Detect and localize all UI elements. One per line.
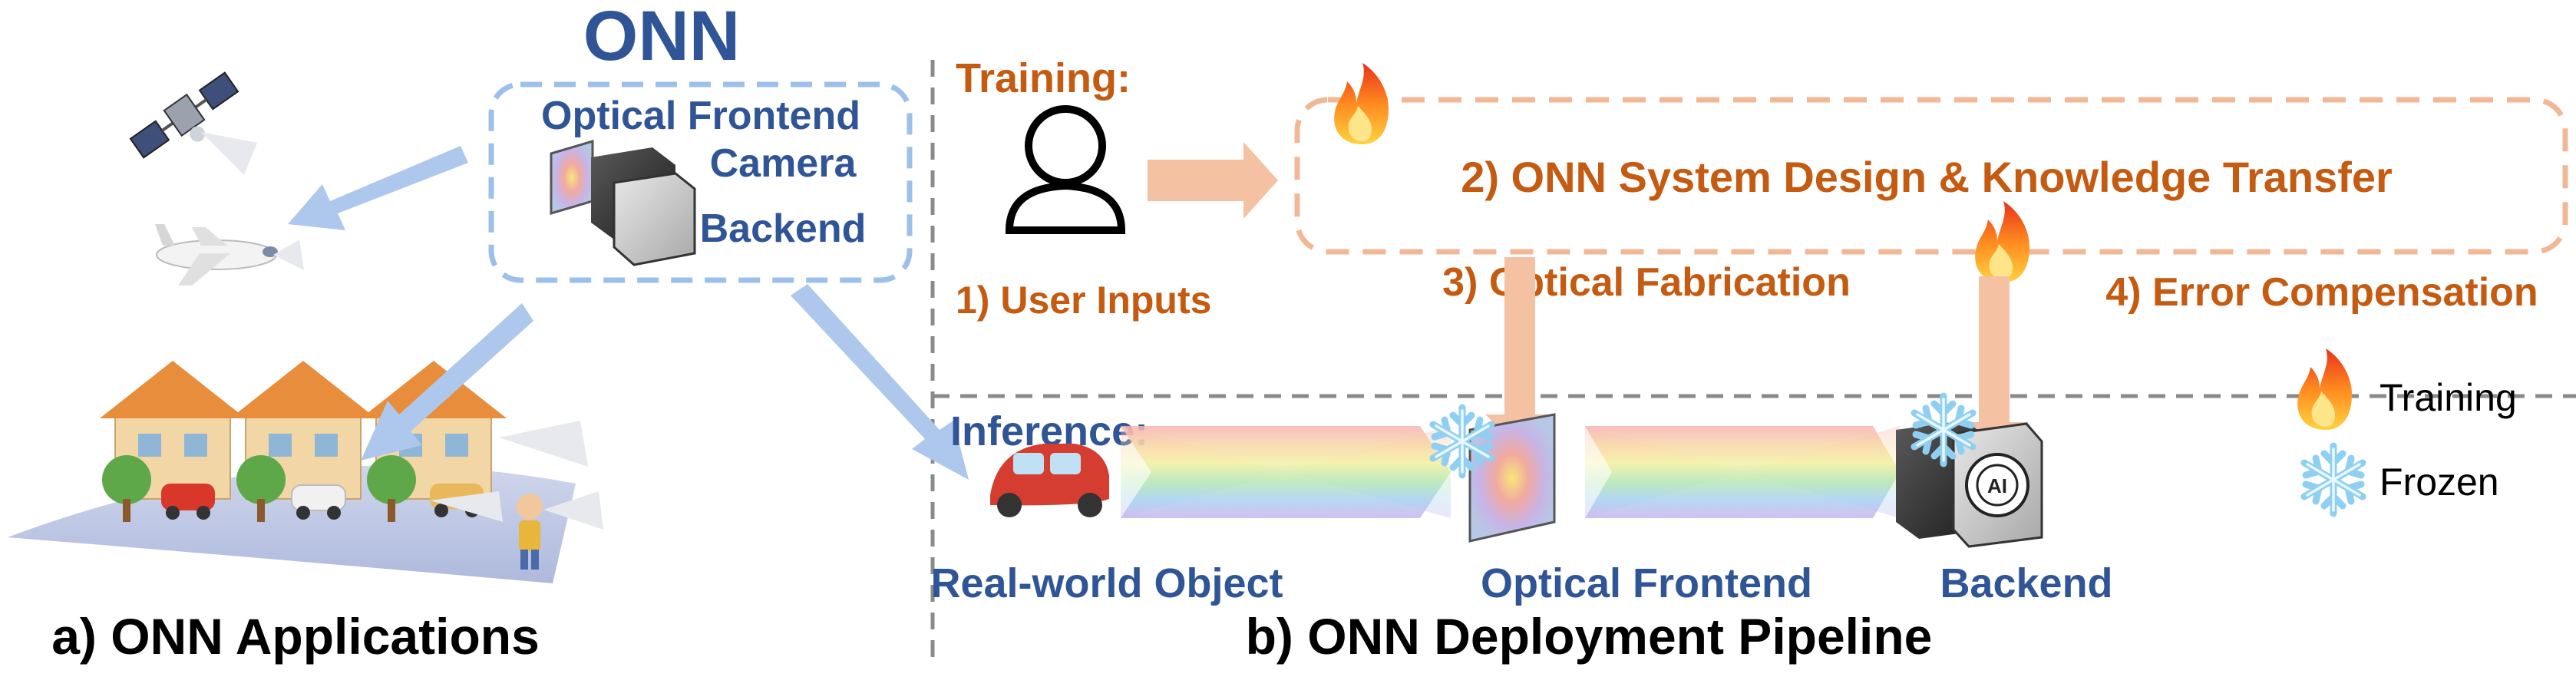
real-world-object-label: Real-world Object <box>930 560 1283 606</box>
optical-frontend-pipeline-label: Optical Frontend <box>1481 560 1812 606</box>
car-camera-beam <box>430 491 503 522</box>
backend-label: Backend <box>700 206 867 251</box>
fire-icon <box>1334 63 1389 144</box>
design-dashed-box <box>1294 97 2568 255</box>
blue-arrows <box>288 146 969 480</box>
legend-frozen-label: Frozen <box>2379 461 2499 504</box>
fire-icon <box>1975 201 2029 282</box>
satellite-beam <box>201 132 257 175</box>
compensation-arrow <box>1960 276 2029 457</box>
step4-label: 4) Error Compensation <box>2105 270 2538 315</box>
step3-label: 3) Optical Fabrication <box>1442 260 1851 305</box>
optical-frontend-label: Optical Frontend <box>541 94 860 138</box>
step1-label: 1) User Inputs <box>956 279 1211 322</box>
caption-a: a) ONN Applications <box>51 608 540 665</box>
orange-arrow-right <box>1148 142 1278 219</box>
onn-dashed-box <box>488 81 913 283</box>
backend-pipeline-label: Backend <box>1940 560 2112 606</box>
airplane-beam <box>273 239 304 270</box>
user-icon <box>1005 105 1126 234</box>
person-camera-beam <box>543 491 603 530</box>
snowflake-icon <box>2304 446 2363 514</box>
ai-chip-icon: AI <box>1896 421 2043 548</box>
house-camera-beam <box>499 421 588 467</box>
light-beam-2-cross <box>1585 426 1900 518</box>
fire-icon <box>2297 348 2352 430</box>
training-header: Training: <box>956 55 1131 101</box>
houses-icon <box>8 361 576 583</box>
legend-training-label: Training <box>2379 376 2517 419</box>
camera-label: Camera <box>710 141 857 186</box>
light-beam-1-cross <box>1121 426 1451 518</box>
caption-b: b) ONN Deployment Pipeline <box>1246 608 1933 665</box>
satellite-icon <box>129 71 239 159</box>
car-icon <box>990 444 1109 517</box>
svg-text:AI: AI <box>1987 474 2007 497</box>
onn-title: ONN <box>583 0 740 75</box>
camera-icon <box>550 139 696 266</box>
step2-label: 2) ONN System Design & Knowledge Transfe… <box>1461 153 2393 201</box>
fabrication-arrow <box>1485 257 1554 449</box>
airplane-icon <box>155 224 278 286</box>
